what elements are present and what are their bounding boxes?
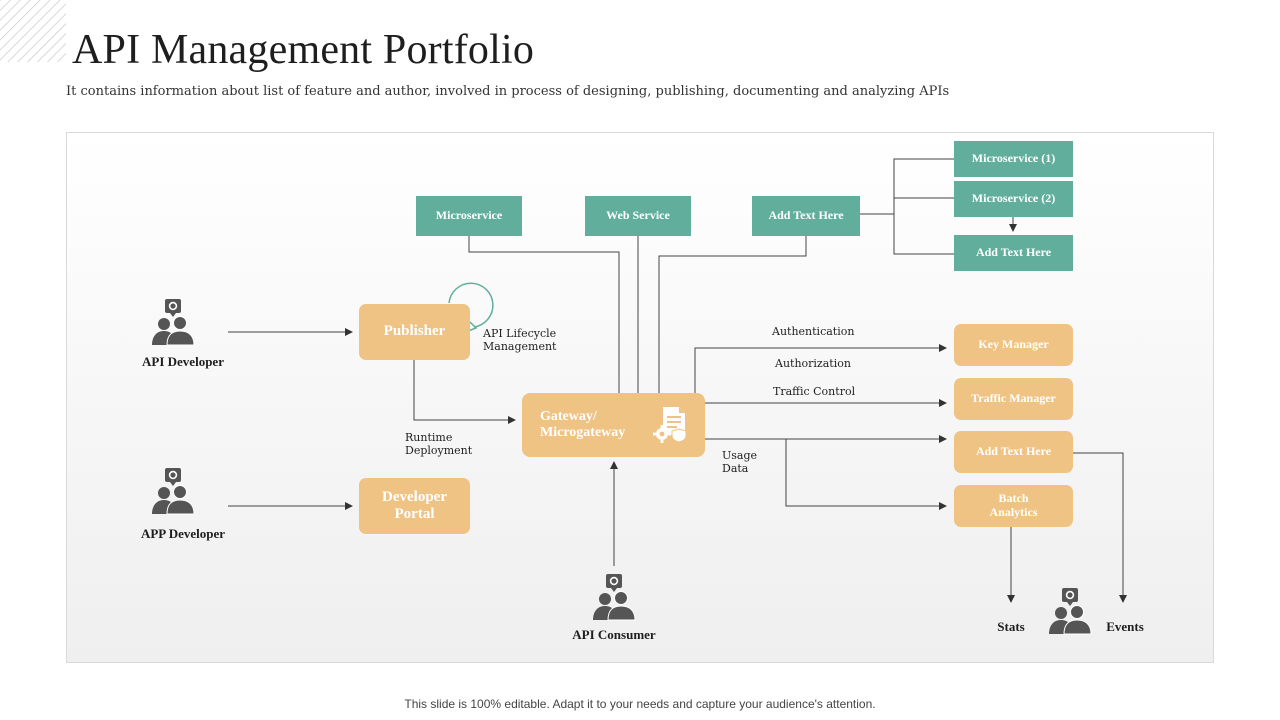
- runtime-deployment-label: Runtime Deployment: [405, 431, 473, 457]
- add-text-right-box: Add Text Here: [954, 431, 1073, 473]
- api-developer-label: API Developer: [142, 354, 224, 369]
- page-title: API Management Portfolio: [72, 27, 535, 73]
- people-with-gear-icon: [152, 299, 195, 346]
- line-addtext-to-gateway: [658, 236, 807, 393]
- add-text-right-top-box: Add Text Here: [954, 235, 1073, 271]
- people-with-gear-icon: [1049, 588, 1092, 635]
- stats-label: Stats: [997, 619, 1025, 634]
- arrow-gateway-to-key-manager: [694, 344, 947, 393]
- gateway-box: Gateway/ Microgateway: [522, 393, 705, 457]
- gateway-label: Gateway/ Microgateway: [540, 408, 626, 440]
- line-microservice-to-gateway: [468, 236, 620, 393]
- document-gear-shield-icon: [653, 407, 687, 443]
- authentication-label: Authentication: [772, 325, 855, 338]
- corner-hatch-decoration: [0, 0, 66, 62]
- usage-data-label: Usage Data: [722, 449, 758, 475]
- circular-arrow-icon: [448, 282, 494, 332]
- page-subtitle: It contains information about list of fe…: [66, 84, 950, 99]
- arrow-gateway-to-batch-analytics: [785, 439, 947, 510]
- footer-note: This slide is 100% editable. Adapt it to…: [404, 697, 876, 711]
- publisher-box: Publisher: [359, 304, 470, 360]
- events-label: Events: [1106, 619, 1144, 634]
- arrow-addtext-to-events: [1073, 452, 1127, 603]
- bracket-microservices: [893, 158, 954, 255]
- people-with-gear-icon: [152, 468, 195, 515]
- api-consumer-label: API Consumer: [572, 627, 656, 642]
- microservice-2-box: Microservice (2): [954, 181, 1073, 217]
- batch-analytics-box: Batch Analytics: [954, 485, 1073, 527]
- app-developer-label: APP Developer: [140, 526, 226, 541]
- traffic-control-label: Traffic Control: [773, 385, 856, 398]
- key-manager-box: Key Manager: [954, 324, 1073, 366]
- traffic-manager-box: Traffic Manager: [954, 378, 1073, 420]
- web-service-box: Web Service: [585, 196, 691, 236]
- lifecycle-label: API Lifecycle Management: [483, 327, 557, 353]
- people-with-gear-icon: [593, 574, 636, 621]
- microservice-1-box: Microservice (1): [954, 141, 1073, 177]
- authorization-label: Authorization: [775, 357, 851, 370]
- developer-portal-box: Developer Portal: [359, 478, 470, 534]
- arrow-publisher-to-gateway: [413, 360, 516, 424]
- add-text-top-box: Add Text Here: [752, 196, 860, 236]
- microservice-box: Microservice: [416, 196, 522, 236]
